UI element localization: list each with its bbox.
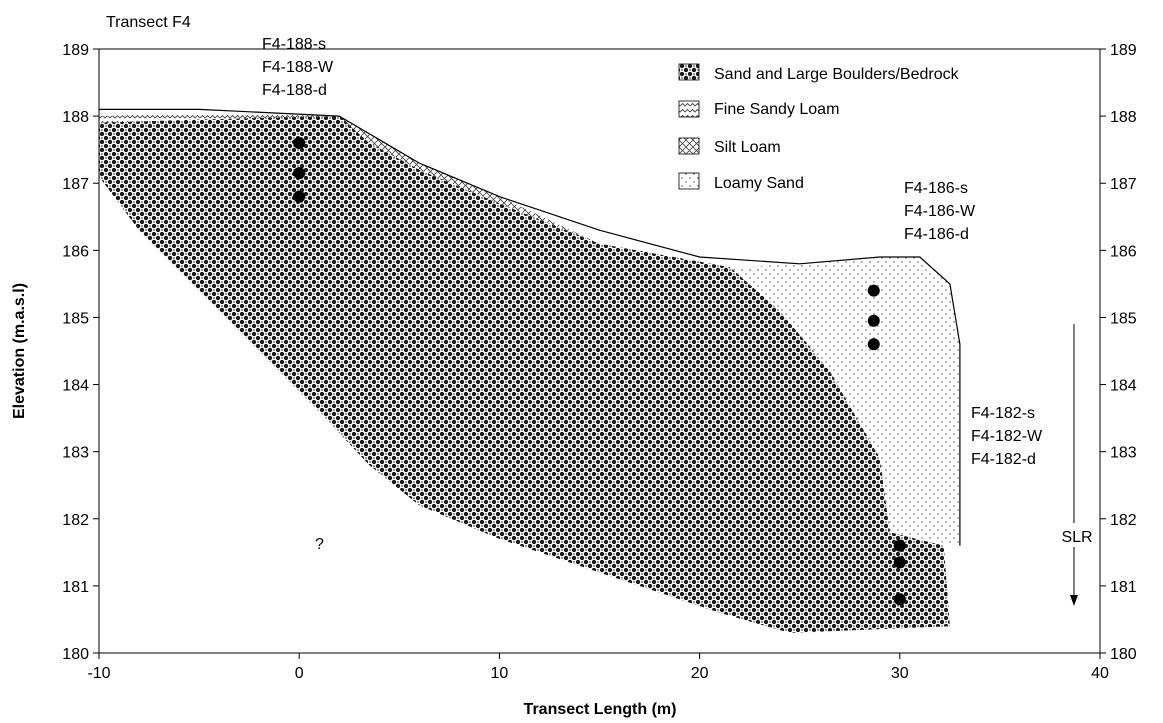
- sample-label-f4-182-w: F4-182-W: [971, 428, 1043, 445]
- slr-arrow-head: [1069, 595, 1078, 607]
- x-axis-title: Transect Length (m): [524, 701, 677, 718]
- chart-title: Transect F4: [106, 14, 191, 31]
- y-tick-label-left: 180: [62, 646, 89, 663]
- y-tick-label-left: 181: [62, 579, 89, 596]
- y-axis-title: Elevation (m.a.s.l): [11, 283, 28, 419]
- layer-sand-and-large-boulders-bedrock: [99, 116, 950, 633]
- sample-label-f4-186-d: F4-186-d: [904, 226, 969, 243]
- sample-points: [293, 136, 906, 606]
- y-tick-label-left: 186: [62, 243, 89, 260]
- y-tick-label-left: 182: [62, 512, 89, 529]
- sample-label-f4-186-w: F4-186-W: [904, 203, 976, 220]
- ground-surface-profile: [99, 108, 961, 546]
- y-tick-label-right: 182: [1110, 512, 1137, 529]
- y-tick-label-right: 183: [1110, 445, 1137, 462]
- sample-point-f4-188-1: [293, 167, 306, 180]
- sample-point-f4-182-1: [893, 556, 906, 569]
- x-tick-label: 10: [491, 665, 509, 682]
- y-tick-label-right: 180: [1110, 646, 1137, 663]
- sample-point-f4-188-0: [293, 136, 306, 149]
- legend-label-sand-boulders: Sand and Large Boulders/Bedrock: [714, 66, 960, 83]
- legend-label-silt-loam: Silt Loam: [714, 139, 781, 156]
- slr-label: SLR: [1061, 529, 1092, 546]
- y-tick-label-left: 185: [62, 310, 89, 327]
- sample-label-f4-188-d: F4-188-d: [262, 82, 327, 99]
- soil-layers: [99, 112, 960, 633]
- x-tick-labels: -10 0 10 20 30 40: [87, 665, 1109, 682]
- y-tick-labels-right: 180 181 182 183 184 185 186 187 188 189: [1110, 42, 1137, 663]
- layer-loamy-sand: [729, 257, 960, 546]
- x-tick-label: 30: [891, 665, 909, 682]
- sample-point-f4-182-2: [893, 593, 906, 606]
- legend: Sand and Large Boulders/Bedrock Fine San…: [678, 63, 960, 192]
- slr-arrow: SLR: [1060, 324, 1094, 607]
- legend-swatch-silt-loam: [678, 137, 700, 155]
- sample-label-f4-188-w: F4-188-W: [262, 59, 334, 76]
- sample-point-f4-186-1: [867, 314, 880, 327]
- y-tick-label-left: 183: [62, 445, 89, 462]
- sample-label-f4-188-s: F4-188-s: [262, 36, 326, 53]
- y-tick-label-left: 189: [62, 42, 89, 59]
- x-tick-label: 20: [691, 665, 709, 682]
- y-tick-label-right: 186: [1110, 243, 1137, 260]
- y-tick-label-left: 188: [62, 109, 89, 126]
- legend-swatch-sand-boulders: [678, 63, 700, 81]
- sample-point-f4-182-0: [893, 539, 906, 552]
- y-tick-label-left: 184: [62, 378, 89, 395]
- layer-fine-sandy-loam: [99, 112, 340, 123]
- legend-label-fine-sandy-loam: Fine Sandy Loam: [714, 101, 839, 118]
- sample-point-f4-186-2: [867, 338, 880, 351]
- axis-ticks: [93, 48, 1106, 659]
- y-tick-labels-left: 180 181 182 183 184 185 186 187 188 189: [62, 42, 89, 663]
- sample-labels-f4-186: F4-186-s F4-186-W F4-186-d: [904, 180, 976, 243]
- y-tick-label-right: 187: [1110, 176, 1137, 193]
- y-tick-label-left: 187: [62, 176, 89, 193]
- sample-label-f4-186-s: F4-186-s: [904, 180, 968, 197]
- y-tick-label-right: 181: [1110, 579, 1137, 596]
- sample-label-f4-182-d: F4-182-d: [971, 451, 1036, 468]
- legend-label-loamy-sand: Loamy Sand: [714, 175, 804, 192]
- y-tick-label-right: 189: [1110, 42, 1137, 59]
- y-tick-label-right: 188: [1110, 109, 1137, 126]
- x-tick-label: -10: [87, 665, 110, 682]
- x-tick-label: 40: [1091, 665, 1109, 682]
- y-tick-label-right: 184: [1110, 378, 1137, 395]
- sample-point-f4-188-2: [293, 190, 306, 203]
- slr-label-background: [1060, 523, 1094, 547]
- legend-swatch-loamy-sand: [678, 172, 700, 190]
- sample-labels-f4-182: F4-182-s F4-182-W F4-182-d: [971, 405, 1043, 468]
- legend-swatch-fine-sandy-loam: [678, 100, 700, 118]
- sample-labels-f4-188: F4-188-s F4-188-W F4-188-d: [262, 36, 334, 99]
- sample-point-f4-186-0: [867, 284, 880, 297]
- x-tick-label: 0: [295, 665, 304, 682]
- y-tick-label-right: 185: [1110, 310, 1137, 327]
- sample-label-f4-182-s: F4-182-s: [971, 405, 1035, 422]
- unknown-layer-question-mark: ?: [315, 536, 324, 553]
